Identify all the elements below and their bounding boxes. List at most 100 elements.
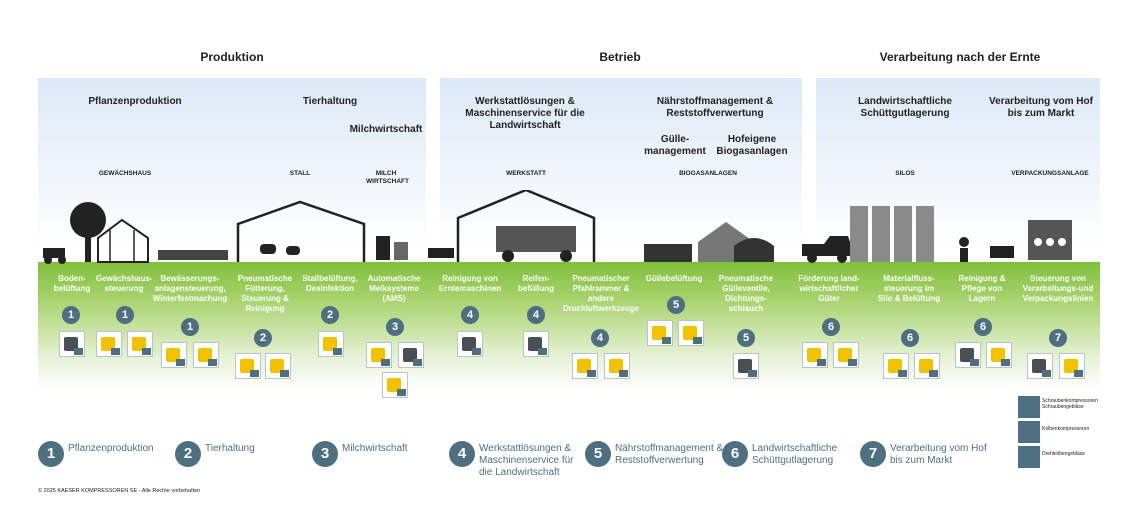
compressor-icon	[101, 337, 115, 351]
product-tile[interactable]	[366, 342, 392, 368]
product-tile[interactable]	[523, 331, 549, 357]
product-tile[interactable]	[986, 342, 1012, 368]
product-tile[interactable]	[382, 372, 408, 398]
product-type-icon	[848, 359, 857, 366]
app-label-bewaesserung: Bewässerungs-anlagensteuerung, Winterfes…	[152, 274, 228, 303]
app-label-verpackungslinien: Steuerung von Verarbeitungs-und Verpacku…	[1022, 274, 1094, 303]
product-tile[interactable]	[955, 342, 981, 368]
subhead-werkstatt: Werkstattlösungen & Maschinenservice für…	[465, 96, 585, 131]
compressor-icon	[577, 359, 591, 373]
product-type-icon	[472, 348, 481, 355]
section-title-produktion: Produktion	[200, 50, 264, 64]
product-type-label: Kolbenkompressoren	[1042, 426, 1090, 432]
product-type-icon	[208, 359, 217, 366]
copyright-notice: © 2025 KAESER KOMPRESSOREN SE - Alle Rec…	[38, 488, 201, 494]
legend-number: 7	[860, 441, 886, 467]
product-tile[interactable]	[457, 331, 483, 357]
product-tile[interactable]	[678, 320, 704, 346]
product-tile[interactable]	[265, 353, 291, 379]
farm-illustration	[43, 190, 1072, 264]
product-tile[interactable]	[1059, 353, 1085, 379]
compressor-icon	[403, 348, 417, 362]
compressor-icon	[888, 359, 902, 373]
app-label-fuetterung: Pneumatische Fütterung, Steuerung & Rein…	[237, 274, 293, 313]
product-tile[interactable]	[914, 353, 940, 379]
product-type-icon	[587, 370, 596, 377]
app-number-badge: 4	[527, 306, 545, 324]
product-type-icon	[1074, 370, 1083, 377]
product-type-icon	[280, 370, 289, 377]
legend-text: Landwirtschaftliche Schüttgutlagerung	[752, 443, 838, 466]
product-tile[interactable]	[733, 353, 759, 379]
app-number-badge: 6	[974, 318, 992, 336]
caption-werkstatt: WERKSTATT	[506, 170, 546, 177]
compressor-icon	[609, 359, 623, 373]
compressor-icon	[1064, 359, 1078, 373]
subhead-guelle: Gülle-management	[644, 134, 706, 157]
compressor-icon	[738, 359, 752, 373]
compressor-icon	[240, 359, 254, 373]
app-label-foerderung: Förderung land-wirtschaftlicher Güter	[798, 274, 860, 303]
product-tile[interactable]	[193, 342, 219, 368]
compressor-icon	[198, 348, 212, 362]
legend-number: 2	[175, 441, 201, 467]
product-tile[interactable]	[1027, 353, 1053, 379]
app-label-guelleventile: Pneumatische Gülleventile, Dichtungs-sch…	[718, 274, 774, 313]
app-label-gewaechshaussteuerung: Gewächshaus-steuerung	[96, 274, 153, 293]
product-type-icon	[748, 370, 757, 377]
legend-number: 5	[585, 441, 611, 467]
caption-silos: SILOS	[895, 170, 915, 177]
product-type-icon	[250, 370, 259, 377]
product-type-icon	[74, 348, 83, 355]
product-tile[interactable]	[318, 331, 344, 357]
product-tile[interactable]	[161, 342, 187, 368]
app-number-badge: 4	[591, 329, 609, 347]
app-number-badge: 1	[116, 306, 134, 324]
product-type-icon	[397, 389, 406, 396]
product-tile[interactable]	[235, 353, 261, 379]
product-tile[interactable]	[883, 353, 909, 379]
app-number-badge: 2	[254, 329, 272, 347]
greenhouse-icon	[97, 218, 149, 263]
product-tile[interactable]	[59, 331, 85, 357]
product-type-icon	[1042, 370, 1051, 377]
app-number-badge: 6	[822, 318, 840, 336]
product-tile[interactable]	[572, 353, 598, 379]
caption-stall: STALL	[289, 170, 311, 177]
product-tile[interactable]	[647, 320, 673, 346]
legend-text: Nährstoffmanagement & Reststoffverwertun…	[615, 443, 724, 466]
rotary-blower-icon	[1018, 446, 1040, 468]
product-type-icon	[619, 370, 628, 377]
legend-text: Milchwirtschaft	[342, 443, 408, 454]
subhead-pflanzenproduktion: Pflanzenproduktion	[88, 96, 182, 107]
product-type-icon	[538, 348, 547, 355]
compressor-icon	[64, 337, 78, 351]
product-type-icon	[970, 359, 979, 366]
compressor-icon	[323, 337, 337, 351]
product-tile[interactable]	[96, 331, 122, 357]
app-number-badge: 1	[181, 318, 199, 336]
product-tile[interactable]	[802, 342, 828, 368]
product-type-icon	[662, 337, 671, 344]
product-tile[interactable]	[398, 342, 424, 368]
compressor-icon	[132, 337, 146, 351]
compressor-icon	[652, 326, 666, 340]
product-type-icon	[333, 348, 342, 355]
app-number-badge: 5	[737, 329, 755, 347]
legend-number: 1	[38, 441, 64, 467]
app-label-lagerpflege: Reinigung & Pflege von Lagern	[958, 274, 1006, 303]
product-tile[interactable]	[127, 331, 153, 357]
legend-text: Tierhaltung	[205, 443, 255, 454]
product-type-label: Drehkolbengebläse	[1042, 451, 1086, 457]
screw-compressor-icon	[1018, 396, 1040, 418]
app-label-melksysteme: Automatische Melksysteme (AMS)	[367, 274, 421, 303]
product-type-icon	[111, 348, 120, 355]
product-tile[interactable]	[604, 353, 630, 379]
legend-number: 6	[722, 441, 748, 467]
app-label-guellebelueftung: Güllebelüftung	[645, 274, 703, 283]
app-label-pfahlrammer: Pneumatischer Pfahlrammer & andere Druck…	[562, 274, 640, 313]
tree-icon	[70, 202, 106, 238]
caption-biogasanlagen: BIOGASANLAGEN	[679, 170, 737, 177]
compressor-icon	[166, 348, 180, 362]
product-tile[interactable]	[833, 342, 859, 368]
